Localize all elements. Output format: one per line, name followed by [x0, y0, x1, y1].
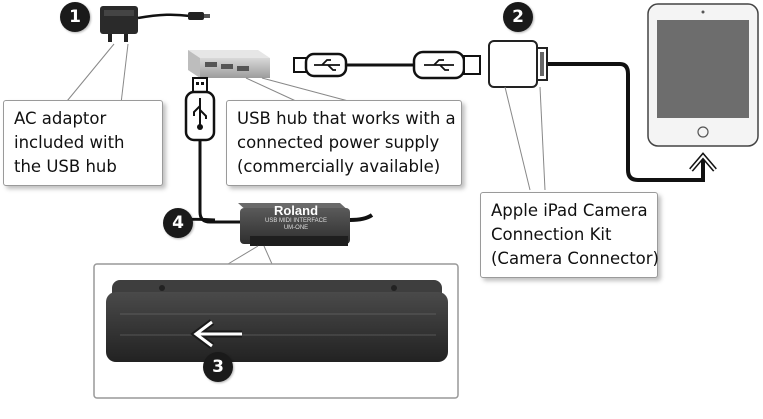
usb-plug-vertical [184, 77, 245, 224]
callout-line: connected power supply [237, 133, 440, 152]
step-badge-4: 4 [163, 208, 193, 238]
device-model-line1: USB MIDI INTERFACE [264, 218, 327, 224]
ipad [647, 3, 759, 147]
callout-line: AC adaptor [14, 109, 107, 128]
callout-line: USB hub that works with a [237, 109, 456, 128]
ipad-cable [548, 62, 705, 182]
usb-symbol-icon [193, 98, 207, 126]
step-badge-1: 1 [60, 2, 90, 32]
callout-line: (commercially available) [237, 157, 441, 176]
arrow-left-icon [190, 319, 242, 349]
callout-line: included with [14, 133, 125, 152]
usb-hub [188, 50, 270, 78]
midi-interface [174, 203, 374, 246]
camera-connector [488, 40, 548, 88]
callout-line: Connection Kit [491, 225, 612, 244]
keyboard-device [106, 280, 448, 362]
device-model-line2: UM-ONE [283, 225, 309, 231]
callout-camera-kit: Apple iPad Camera Connection Kit (Camera… [480, 192, 659, 278]
step-badge-3: 3 [203, 352, 233, 382]
callout-line: (Camera Connector) [491, 249, 659, 268]
device-brand: Roland [273, 203, 319, 218]
ac-adaptor [100, 6, 210, 42]
callout-ac-adaptor: AC adaptor included with the USB hub [3, 100, 163, 186]
callout-line: Apple iPad Camera [491, 201, 648, 220]
callout-line: the USB hub [14, 157, 117, 176]
step-badge-2: 2 [503, 2, 533, 32]
callout-usb-hub: USB hub that works with a connected powe… [226, 100, 462, 186]
usb-cable-horizontal [293, 50, 481, 80]
